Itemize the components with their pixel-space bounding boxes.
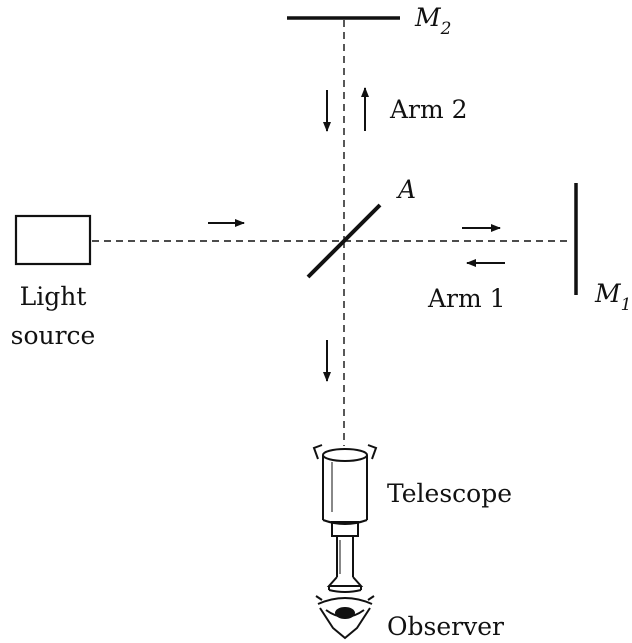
arm2-label: Arm 2 (389, 95, 468, 124)
beam-paths (92, 20, 572, 446)
light-source-label-line1: Light (20, 282, 87, 311)
beam-splitter-label: A (396, 175, 416, 204)
telescope-icon (312, 444, 378, 593)
light-source-label-line2: source (11, 321, 96, 350)
arrows (208, 87, 505, 382)
arm1-label: Arm 1 (427, 284, 506, 313)
observer-eye-icon (315, 595, 375, 640)
mirror-m1-label: M1 (594, 279, 631, 315)
mirror-m2-label: M2 (414, 3, 451, 39)
beam-splitter (306, 203, 382, 279)
observer-label: Observer (387, 612, 504, 641)
light-source-icon (14, 214, 92, 266)
telescope-label: Telescope (387, 479, 512, 508)
